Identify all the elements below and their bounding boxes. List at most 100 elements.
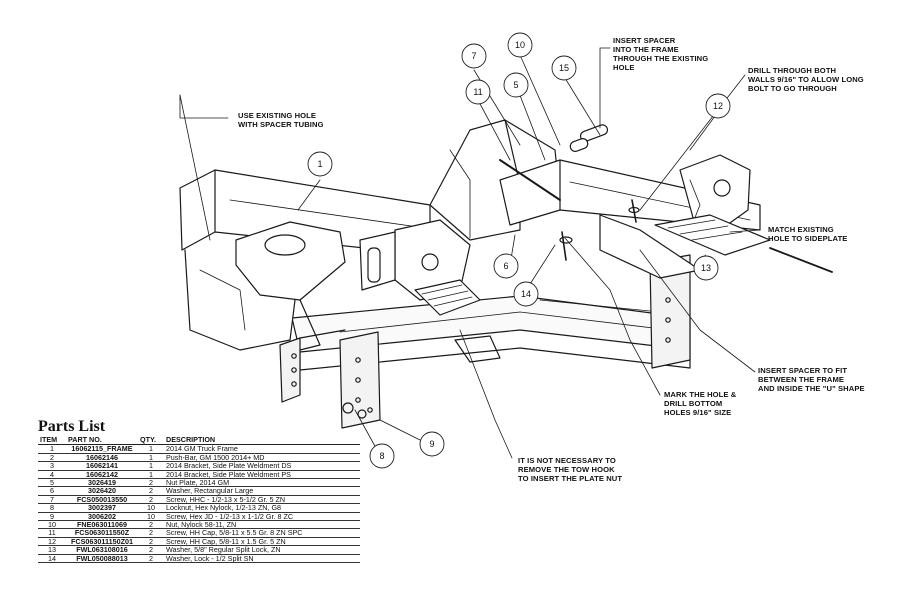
cell-description: Washer, 5/8" Regular Split Lock, ZN — [164, 545, 360, 555]
note-line: AND INSIDE THE "U" SHAPE — [758, 384, 865, 393]
cell-qty: 2 — [138, 486, 164, 496]
cell-description: Locknut, Hex Nylock, 1/2-13 ZN, G8 — [164, 503, 360, 513]
cell-qty: 1 — [138, 461, 164, 471]
callout-balloon — [307, 151, 333, 177]
cell-part-no: 3026419 — [66, 478, 138, 488]
cell-qty: 2 — [138, 554, 164, 564]
note-line: DRILL THROUGH BOTH — [748, 66, 837, 75]
cell-item: 13 — [38, 545, 66, 555]
note-line: REMOVE THE TOW HOOK — [518, 465, 615, 474]
note-line: HOLE TO SIDEPLATE — [768, 234, 848, 243]
callout-balloon — [419, 431, 445, 457]
cell-qty: 10 — [138, 512, 164, 522]
cell-qty: 2 — [138, 537, 164, 547]
callout-15: 15 — [551, 55, 577, 81]
callout-number: 9 — [429, 439, 434, 449]
callout-number: 10 — [515, 40, 525, 50]
cell-qty: 2 — [138, 478, 164, 488]
cell-part-no: FCS050013550 — [66, 495, 138, 505]
cell-description: Screw, HH Cap, 5/8-11 x 5.5 Gr. 8 ZN SPC — [164, 528, 360, 538]
note-line: INSERT SPACER TO FIT — [758, 366, 848, 375]
callout-balloon — [693, 255, 719, 281]
note-line: THROUGH THE EXISTING — [613, 54, 709, 63]
callout-balloon — [503, 72, 529, 98]
header-part-no: PART NO. — [66, 436, 138, 446]
cell-part-no: FNE063011069 — [66, 520, 138, 530]
callout-14: 14 — [513, 281, 539, 307]
cell-description: 2014 Bracket, Side Plate Weldment DS — [164, 461, 360, 471]
callout-number: 11 — [473, 87, 482, 97]
callout-number: 12 — [713, 101, 723, 111]
callout-number: 8 — [379, 451, 384, 461]
bolt-14 — [559, 231, 573, 261]
cell-description: Washer, Rectangular Large — [164, 486, 360, 496]
cell-part-no: 3002397 — [66, 503, 138, 513]
cell-item: 10 — [38, 520, 66, 530]
callout-1: 1 — [307, 151, 333, 177]
cell-description: 2014 Bracket, Side Plate Weldment PS — [164, 470, 360, 480]
cell-item: 7 — [38, 495, 66, 505]
callout-balloon — [493, 253, 519, 279]
cell-item: 12 — [38, 537, 66, 547]
callout-balloon — [705, 93, 731, 119]
cell-item: 8 — [38, 503, 66, 513]
cell-qty: 10 — [138, 503, 164, 513]
callout-number: 5 — [513, 80, 518, 90]
callout-6: 6 — [493, 253, 519, 279]
callout-number: 7 — [471, 51, 476, 61]
leader-lines — [179, 47, 761, 459]
cell-item: 5 — [38, 478, 66, 488]
cell-part-no: 16062146 — [66, 453, 138, 463]
note-line: WALLS 9/16" TO ALLOW LONG — [748, 75, 864, 84]
cell-part-no: FCS063011550Z — [66, 528, 138, 538]
cell-description: Nut Plate, 2014 GM — [164, 478, 360, 488]
side-plate-weldment-ds — [359, 219, 471, 301]
callout-balloon — [465, 79, 491, 105]
cell-part-no: FWL050088013 — [66, 554, 138, 564]
note-line: INSERT SPACER — [613, 36, 676, 45]
cell-item: 14 — [38, 554, 66, 564]
cell-description: Nut, Nylock 58-11, ZN — [164, 520, 360, 530]
cell-part-no: FWL063108016 — [66, 545, 138, 555]
step-plate-left — [414, 279, 481, 316]
note-line: BETWEEN THE FRAME — [758, 375, 845, 384]
cell-item: 9 — [38, 512, 66, 522]
bolt-12 — [628, 199, 640, 223]
cell-item: 6 — [38, 486, 66, 496]
callout-9: 9 — [419, 431, 445, 457]
callout-10: 10 — [507, 32, 533, 58]
cell-description: 2014 GM Truck Frame — [164, 444, 360, 454]
note-line: BOLT TO GO THROUGH — [748, 84, 837, 93]
cell-part-no: FCS063011150Z01 — [66, 537, 138, 547]
spacer-rod — [769, 247, 833, 273]
cell-item: 3 — [38, 461, 66, 471]
callout-balloon — [513, 281, 539, 307]
callout-number: 15 — [559, 63, 569, 73]
screws-8-9 — [342, 402, 367, 419]
cell-description: Screw, HH Cap, 5/8-11 x 1.5 Gr. 5 ZN — [164, 537, 360, 547]
cell-part-no: 3006202 — [66, 512, 138, 522]
note-line: HOLES 9/16" SIZE — [664, 408, 732, 417]
cell-description: Screw, HHC - 1/2-13 x 5-1/2 Gr. 5 ZN — [164, 495, 360, 505]
callout-8: 8 — [369, 443, 395, 469]
header-qty: QTY. — [138, 436, 164, 446]
callout-13: 13 — [693, 255, 719, 281]
header-item: ITEM — [38, 436, 66, 446]
callout-7: 7 — [461, 43, 487, 69]
